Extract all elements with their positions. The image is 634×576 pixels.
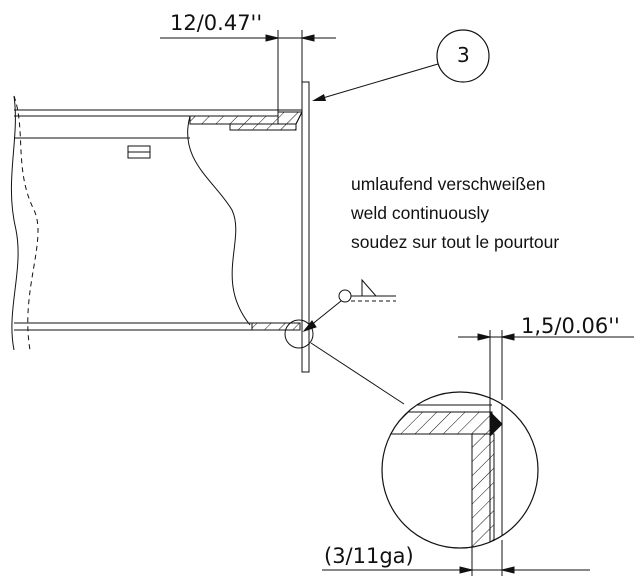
dim-plate-thickness — [322, 540, 590, 576]
bottom-weld-hatch — [251, 322, 301, 331]
callout-balloon — [312, 29, 490, 101]
weld-note-fr: soudez sur tout le pourtour — [351, 232, 560, 252]
top-weld-hatch — [189, 111, 303, 131]
plate-thickness-label: (3/11ga) — [324, 544, 414, 568]
flange-width-label: 12/0.47'' — [170, 11, 263, 35]
detail-marker — [284, 319, 405, 405]
dim-weld-thickness — [458, 330, 634, 400]
weld-note-de: umlaufend verschweißen — [351, 174, 546, 194]
detail-view — [381, 391, 539, 549]
weld-thickness-label: 1,5/0.06'' — [521, 314, 620, 338]
weld-note-en: weld continuously — [351, 203, 490, 223]
beam-section — [10, 30, 310, 373]
weld-symbol — [302, 278, 396, 333]
dim-flange-width — [160, 30, 336, 110]
callout-number: 3 — [457, 43, 470, 67]
